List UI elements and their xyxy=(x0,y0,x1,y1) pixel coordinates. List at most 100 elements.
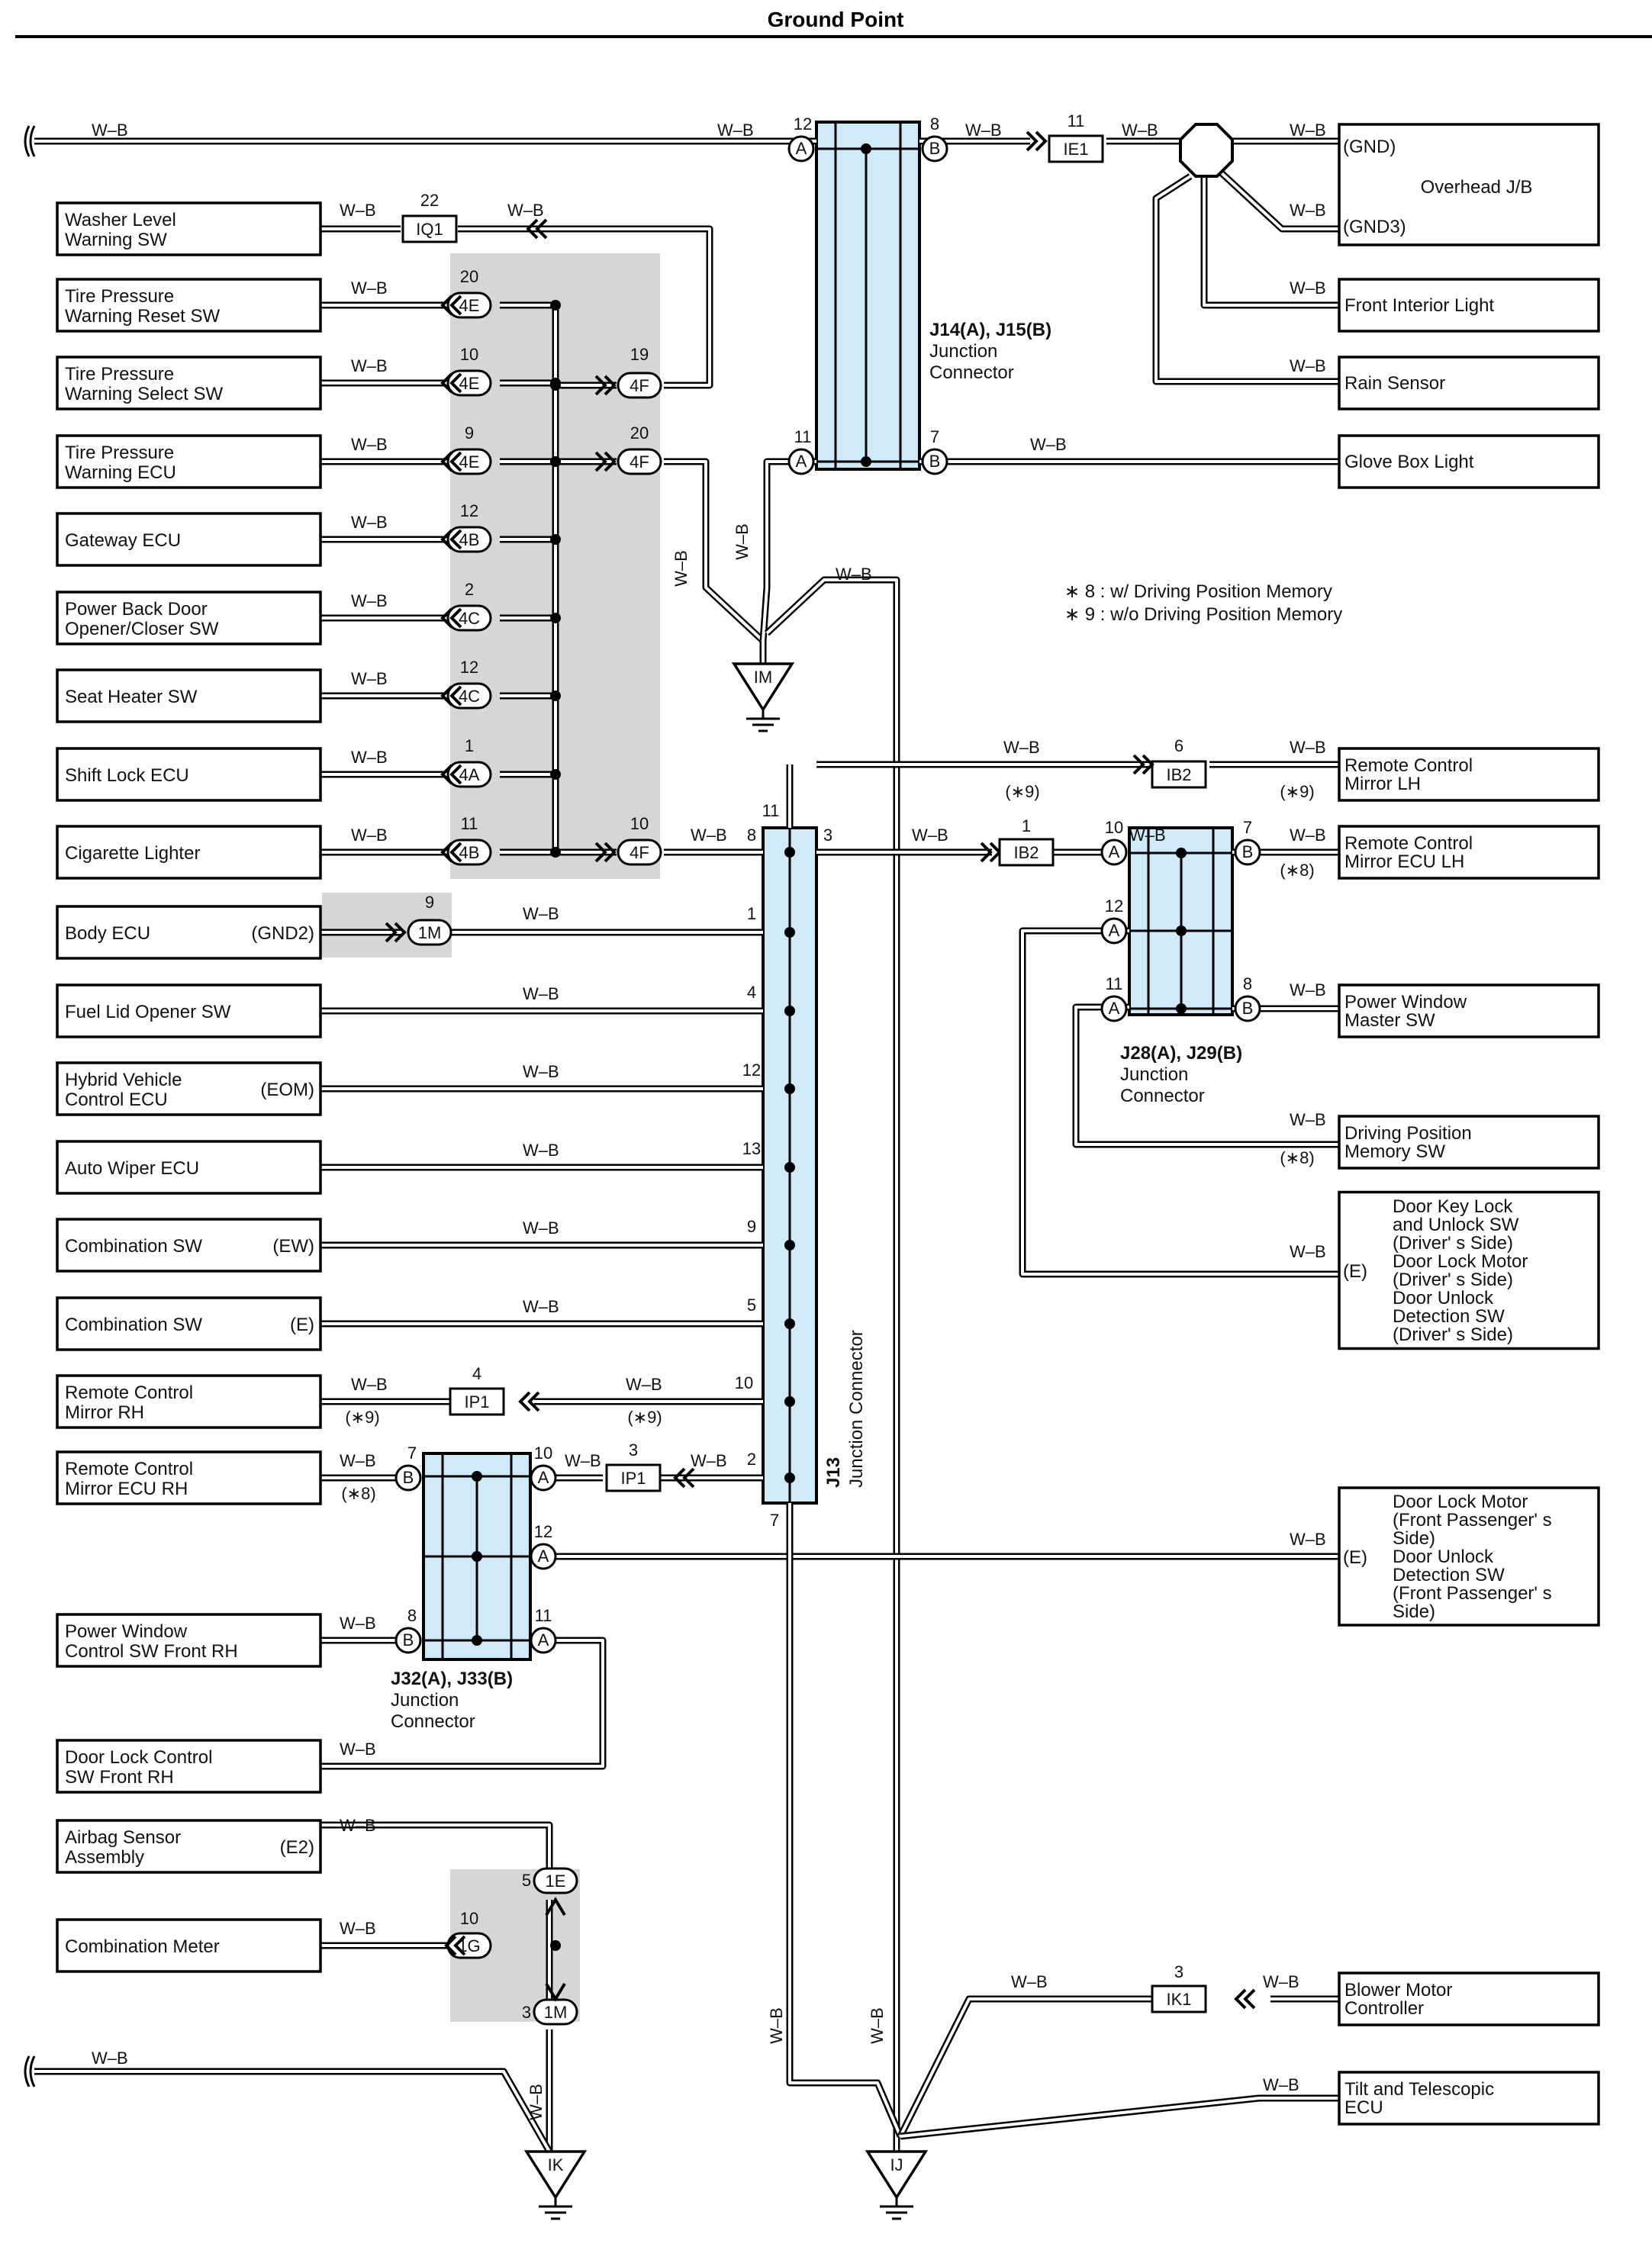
iq1-connector xyxy=(401,214,458,243)
component-label: Detection SW xyxy=(1393,1565,1505,1585)
component-label: Master SW xyxy=(1344,1010,1435,1031)
splice-dot-7 xyxy=(550,847,561,858)
pin-s4b_1: 12 xyxy=(460,501,478,520)
wire-label: W–B xyxy=(1011,1972,1048,1991)
pin-j13_body: 1 xyxy=(747,904,756,923)
component-label: Cigarette Lighter xyxy=(65,843,200,864)
star-ip1-top: (∗9) xyxy=(627,1408,662,1427)
splice-dot xyxy=(550,456,561,467)
ik1-connector-label: IK1 xyxy=(1166,1990,1191,2009)
ip1-mid-connector xyxy=(605,1463,662,1492)
j28-term-a12-label: A xyxy=(1109,921,1120,940)
component-box xyxy=(56,1918,322,1973)
component-label: Tire Pressure xyxy=(65,286,174,307)
junction-j14-body xyxy=(815,121,921,471)
j28-id: J28(A), J29(B) xyxy=(1120,1043,1242,1064)
arrow-1m-body xyxy=(385,922,407,943)
j13-id: J13 xyxy=(823,1457,844,1488)
wire-label: W–B xyxy=(92,121,128,140)
wire-label-vert: W–B xyxy=(527,2084,546,2120)
wire-label: W–B xyxy=(1030,435,1067,454)
component-box xyxy=(1338,747,1600,802)
wire-label: W–B xyxy=(1290,278,1326,298)
splice-4f-10 xyxy=(617,838,662,866)
ib2-top-arrow xyxy=(1132,754,1154,775)
arrow-4f-19 xyxy=(594,375,617,396)
wire-label: W–B xyxy=(351,591,388,610)
pin-j13_cig: 8 xyxy=(747,826,756,845)
wire-label: W–B xyxy=(1290,356,1326,375)
ground-ik: IK xyxy=(523,2150,588,2220)
pin-j28_a12: 12 xyxy=(1105,896,1123,916)
splice-arrow-3 xyxy=(440,529,462,550)
pin-s4e_3: 9 xyxy=(465,423,474,443)
wire-label: W–B xyxy=(912,826,948,845)
splice-arrow-6 xyxy=(440,764,462,785)
component-label: Assembly xyxy=(65,1847,144,1868)
j13-dot-5 xyxy=(784,1240,795,1250)
wire-label: W–B xyxy=(1129,826,1166,845)
pin-s4f_2: 20 xyxy=(630,423,649,443)
component-box xyxy=(56,1218,322,1273)
wire-label: W–B xyxy=(507,201,544,220)
left-component-13: Combination SW(EW) xyxy=(56,1218,322,1273)
pin-j32_a12: 12 xyxy=(534,1522,552,1541)
component-label: Detection SW xyxy=(1393,1306,1505,1327)
component-label: Combination SW xyxy=(65,1236,202,1257)
wire-label: W–B xyxy=(1290,1530,1326,1549)
component-box xyxy=(56,512,322,567)
component-box xyxy=(1338,1486,1600,1627)
pin-j14_a_top: 12 xyxy=(794,114,812,134)
wire-label: W–B xyxy=(1290,738,1326,757)
wire-j13-bottom-core xyxy=(788,1503,902,2137)
component-label: Shift Lock ECU xyxy=(65,765,189,786)
j13-dot-6 xyxy=(784,1318,795,1329)
component-label: Warning Select SW xyxy=(65,384,224,404)
ground-ik-label: IK xyxy=(548,2155,564,2174)
wire-label: W–B xyxy=(1290,1110,1326,1129)
component-label: Power Window xyxy=(1344,992,1467,1012)
pin-j13_wiper: 13 xyxy=(742,1139,761,1158)
pin-j13_right: 3 xyxy=(823,826,832,845)
component-label: Auto Wiper ECU xyxy=(65,1158,199,1179)
j32-word1: Junction xyxy=(391,1690,459,1711)
pin-j13_ew: 9 xyxy=(747,1217,756,1236)
component-label: Door Lock Control xyxy=(65,1747,212,1768)
component-label: Combination Meter xyxy=(65,1936,220,1957)
component-label: Tire Pressure xyxy=(65,443,174,463)
j32-term-b7 xyxy=(394,1464,422,1492)
component-label: Control SW Front RH xyxy=(65,1641,238,1662)
wire-label: W–B xyxy=(717,121,754,140)
j32-term-a11 xyxy=(530,1627,557,1654)
overhead-pin-gnd: (GND) xyxy=(1343,137,1396,157)
j32-word2: Connector xyxy=(391,1711,475,1732)
j14-word2: Connector xyxy=(929,362,1014,383)
pin-j13_mirror: 10 xyxy=(735,1373,753,1392)
wire-label-vert: W–B xyxy=(671,550,691,587)
wire-label: W–B xyxy=(691,826,727,845)
wire-airbag-1e-core xyxy=(320,1823,551,1881)
wire-label: W–B xyxy=(523,1218,559,1238)
pin-s4e_2: 10 xyxy=(460,345,478,364)
ip1-top-connector xyxy=(449,1387,505,1416)
j28-term-a12 xyxy=(1100,917,1128,945)
splice-1e-dot xyxy=(550,1940,561,1951)
j32-term-b8-label: B xyxy=(403,1630,414,1650)
splice-4f-19 xyxy=(617,372,662,399)
wire-tilt-ij-core xyxy=(900,2097,1339,2138)
wire-label: W–B xyxy=(523,1141,559,1160)
component-box xyxy=(1338,1971,1600,2026)
ground-ij-label: IJ xyxy=(890,2155,903,2174)
component-box xyxy=(56,1739,322,1794)
component-label: (Front Passenger' s xyxy=(1393,1583,1552,1604)
component-box xyxy=(1338,356,1600,410)
splice-dot-0 xyxy=(550,300,561,311)
j32-term-a12 xyxy=(530,1543,557,1570)
component-box xyxy=(56,1450,322,1505)
j32-term-a10 xyxy=(530,1464,557,1492)
ie1-connector-label: IE1 xyxy=(1063,140,1088,159)
splice-1e-arrows xyxy=(545,1897,566,2002)
